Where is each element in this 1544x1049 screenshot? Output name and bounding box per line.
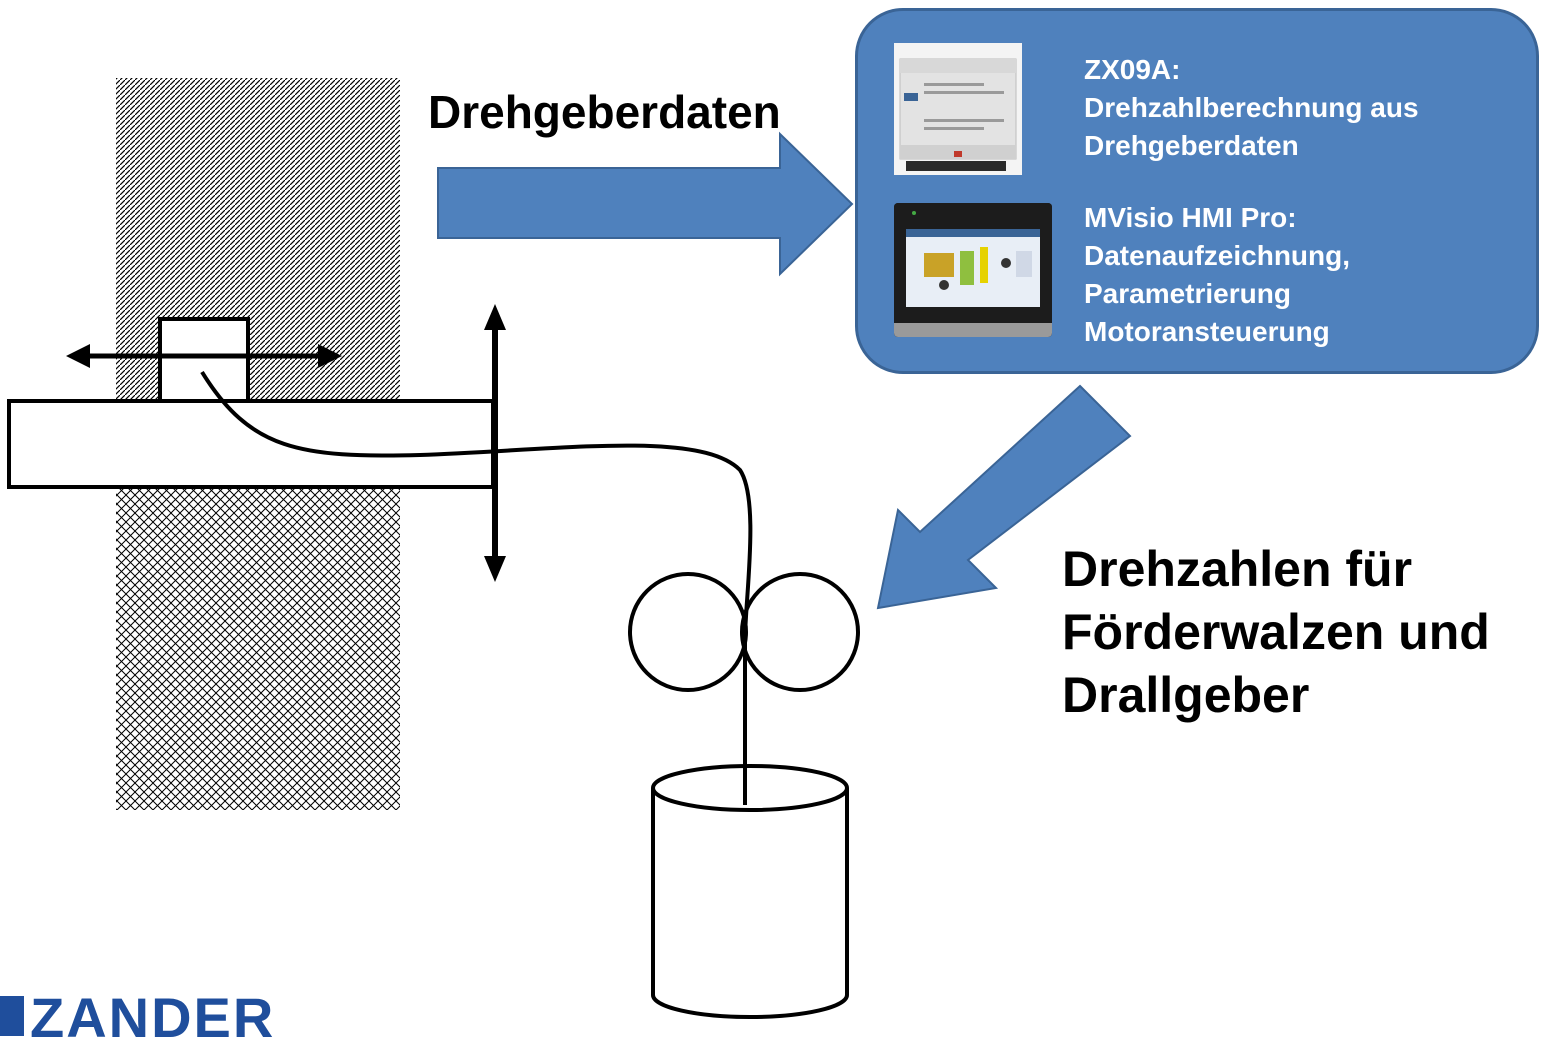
speeds-label-line: Förderwalzen und <box>1062 604 1490 660</box>
spinning-can <box>651 764 849 1019</box>
diagram-canvas: Drehgeberdaten Drehzahlen für Förderwalz… <box>0 8 1539 1048</box>
mvisio-hmi-description: MVisio HMI Pro: Datenaufzeichnung, Param… <box>1084 199 1350 351</box>
speeds-label-line: Drehzahlen für <box>1062 541 1413 597</box>
device-text-line: Parametrierung <box>1084 278 1291 309</box>
zx09a-module-photo <box>894 43 1022 175</box>
speeds-label: Drehzahlen für Förderwalzen und Drallgeb… <box>1062 538 1490 727</box>
device-text-line: Motoransteuerung <box>1084 316 1330 347</box>
logo-text: ZANDER <box>30 986 276 1049</box>
lower-hatched-block <box>116 488 400 810</box>
device-text-line: ZX09A: <box>1084 54 1181 85</box>
vertical-motion-arrow <box>484 304 506 582</box>
mvisio-hmi-photo <box>894 203 1052 337</box>
device-text-line: Drehzahlberechnung aus <box>1084 92 1419 123</box>
zander-logo: ZANDER <box>0 988 275 1048</box>
encoder-carriage <box>158 317 250 403</box>
horizontal-beam <box>7 399 495 489</box>
device-text-line: MVisio HMI Pro: <box>1084 202 1297 233</box>
device-text-line: Datenaufzeichnung, <box>1084 240 1351 271</box>
device-text-line: Drehgeberdaten <box>1084 130 1299 161</box>
yarn-path <box>200 370 753 805</box>
encoder-data-label: Drehgeberdaten <box>428 86 781 138</box>
logo-mark <box>0 996 24 1036</box>
speed-output-arrow <box>876 384 1132 610</box>
zx09a-description: ZX09A: Drehzahlberechnung aus Drehgeberd… <box>1084 51 1419 165</box>
speeds-label-line: Drallgeber <box>1062 667 1310 723</box>
control-unit-panel: ZX09A: Drehzahlberechnung aus Drehgeberd… <box>855 8 1539 374</box>
feed-roller-left <box>628 572 748 692</box>
machine-schematic <box>7 78 1132 1019</box>
encoder-data-arrow <box>437 131 854 277</box>
feed-roller-right <box>740 572 860 692</box>
horizontal-motion-arrow <box>66 344 342 368</box>
